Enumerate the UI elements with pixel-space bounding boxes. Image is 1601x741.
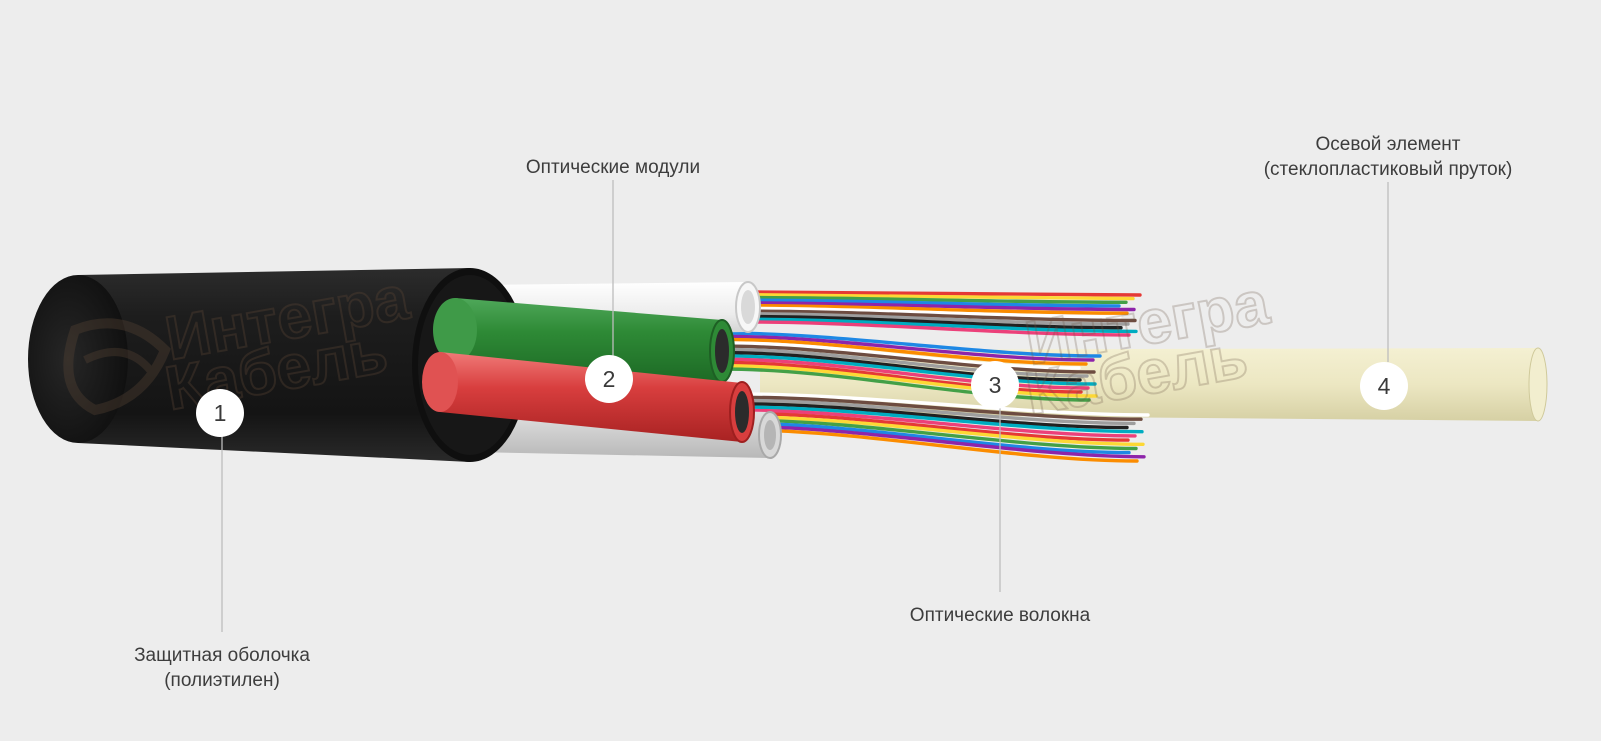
label-optical-modules: Оптические модули	[493, 155, 733, 180]
fiber-bundle-green	[720, 331, 1102, 402]
fiber-strand	[720, 364, 1098, 398]
label-protective-sheath-line-2: (полиэтилен)	[164, 670, 280, 691]
fiber-strand	[746, 303, 1129, 315]
fiber-strand	[740, 398, 1136, 426]
label-central-element-line-2: (стеклопластиковый пруток)	[1263, 159, 1513, 180]
label-central-element: Осевой элемент (стеклопластиковый пруток…	[1240, 132, 1536, 182]
fiber-strand	[720, 341, 1081, 370]
fiber-strand	[746, 306, 1122, 319]
fiber-strand	[720, 347, 1089, 378]
badge-2: 2	[585, 355, 633, 403]
fiber-strand	[746, 309, 1137, 323]
fiber-strand	[746, 301, 1136, 312]
fiber-strand	[746, 320, 1131, 337]
fiber-strand	[746, 295, 1128, 304]
badge-1: 1	[196, 389, 244, 437]
badge-4-number: 4	[1378, 373, 1391, 399]
fiber-strand	[720, 367, 1091, 402]
fiber-strand	[740, 425, 1146, 459]
fiber-bundle-white	[746, 290, 1142, 337]
fiber-strand	[740, 428, 1139, 463]
fiber-strand	[746, 317, 1138, 334]
fiber-strand	[720, 350, 1082, 382]
badge-2-number: 2	[603, 366, 616, 392]
fiber-strand	[746, 312, 1130, 326]
badge-3-number: 3	[989, 372, 1002, 398]
fiber-bundle-red	[740, 392, 1150, 463]
label-optical-modules-line-1: Оптические модули	[525, 157, 701, 178]
fiber-strand	[740, 395, 1143, 421]
fiber-strand	[740, 421, 1131, 455]
fiber-strand	[740, 405, 1144, 434]
label-protective-sheath: Защитная оболочка (полиэтилен)	[112, 643, 332, 693]
fiber-strand	[740, 408, 1137, 438]
fiber-strand	[720, 360, 1083, 394]
label-optical-fibers: Оптические волокна	[880, 603, 1120, 628]
fiber-strand	[746, 293, 1135, 301]
leader-lines	[221, 180, 1389, 632]
fiber-strand	[740, 411, 1130, 442]
fiber-strand	[746, 314, 1123, 330]
badge-3: 3	[971, 361, 1019, 409]
badge-4: 4	[1360, 362, 1408, 410]
label-protective-sheath-line-1: Защитная оболочка	[134, 645, 310, 666]
fiber-strand	[740, 392, 1150, 417]
fiber-strand	[746, 290, 1142, 297]
module-red	[422, 352, 755, 443]
fiber-strand	[720, 354, 1097, 386]
badge-1-number: 1	[214, 400, 227, 426]
watermark-logo-icon	[63, 318, 171, 416]
fiber-strand	[740, 418, 1138, 451]
fiber-strand	[720, 331, 1102, 358]
label-optical-fibers-line-1: Оптические волокна	[909, 605, 1091, 626]
fiber-strand	[740, 415, 1145, 446]
fiber-strand	[740, 402, 1129, 430]
fiber-strand	[720, 357, 1090, 390]
fiber-strand	[720, 334, 1095, 362]
fiber-strand	[720, 337, 1088, 366]
fiber-strand	[746, 298, 1121, 308]
fiber-strand	[720, 344, 1096, 374]
label-central-element-line-1: Осевой элемент	[1315, 134, 1461, 155]
